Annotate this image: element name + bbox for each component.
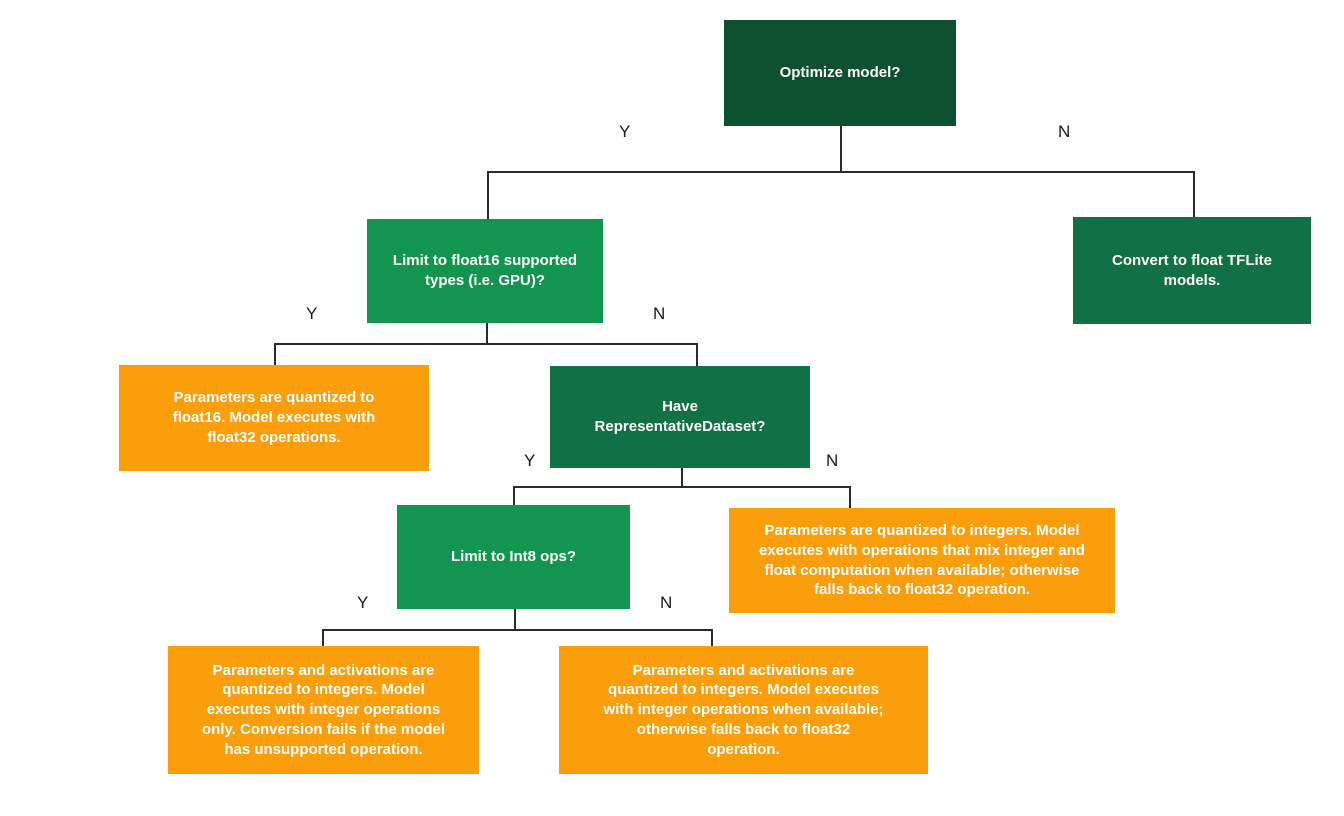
node-convert-float-tflite[interactable]: Convert to float TFLite models. bbox=[1073, 217, 1311, 324]
edge-float16-to-dataset bbox=[696, 343, 698, 367]
node-label: Parameters and activations are quantized… bbox=[201, 661, 446, 758]
node-label: Convert to float TFLite models. bbox=[1112, 251, 1272, 289]
branch-optimize-yes: Y bbox=[619, 122, 631, 141]
branch-float16-yes: Y bbox=[306, 304, 318, 323]
edge-optimize-bus bbox=[487, 171, 1194, 173]
edge-float16-bus bbox=[274, 343, 697, 345]
node-limit-int8-ops[interactable]: Limit to Int8 ops? bbox=[397, 505, 630, 609]
branch-dataset-yes: Y bbox=[524, 451, 536, 470]
edge-int8-to-fallback bbox=[711, 629, 713, 647]
node-optimize-model[interactable]: Optimize model? bbox=[724, 20, 956, 126]
node-label: Parameters are quantized to float16. Mod… bbox=[172, 389, 376, 446]
edge-dataset-to-mixed bbox=[849, 486, 851, 509]
branch-optimize-no: N bbox=[1058, 122, 1071, 141]
node-label: Parameters are quantized to integers. Mo… bbox=[759, 521, 1085, 599]
edge-optimize-stem bbox=[840, 126, 842, 172]
node-label: Have RepresentativeDataset? bbox=[594, 398, 766, 435]
node-label: Optimize model? bbox=[779, 64, 901, 82]
node-params-activations-int-only[interactable]: Parameters and activations are quantized… bbox=[168, 646, 479, 774]
edge-dataset-bus bbox=[513, 486, 850, 488]
node-params-integer-mixed[interactable]: Parameters are quantized to integers. Mo… bbox=[729, 508, 1115, 613]
node-label: Limit to float16 supported types (i.e. G… bbox=[392, 252, 578, 289]
edge-optimize-to-float16 bbox=[487, 171, 489, 219]
edge-float16-stem bbox=[486, 323, 488, 344]
edge-int8-bus bbox=[322, 629, 711, 631]
edge-dataset-to-int8 bbox=[513, 486, 515, 506]
edge-int8-stem bbox=[514, 609, 516, 630]
node-params-activations-int-fallback[interactable]: Parameters and activations are quantized… bbox=[559, 646, 928, 774]
edge-float16-to-params bbox=[274, 343, 276, 366]
edge-int8-to-intonly bbox=[322, 629, 324, 647]
node-label: Limit to Int8 ops? bbox=[451, 548, 576, 566]
edge-dataset-stem bbox=[681, 468, 683, 487]
node-limit-float16[interactable]: Limit to float16 supported types (i.e. G… bbox=[367, 219, 603, 323]
node-params-float16[interactable]: Parameters are quantized to float16. Mod… bbox=[119, 365, 429, 471]
branch-int8-no: N bbox=[660, 593, 673, 612]
branch-dataset-no: N bbox=[826, 451, 839, 470]
node-label: Parameters and activations are quantized… bbox=[603, 661, 884, 758]
branch-int8-yes: Y bbox=[357, 593, 369, 612]
edge-optimize-to-convert bbox=[1193, 171, 1195, 217]
node-have-representative-dataset[interactable]: Have RepresentativeDataset? bbox=[550, 366, 810, 468]
branch-float16-no: N bbox=[653, 304, 666, 323]
